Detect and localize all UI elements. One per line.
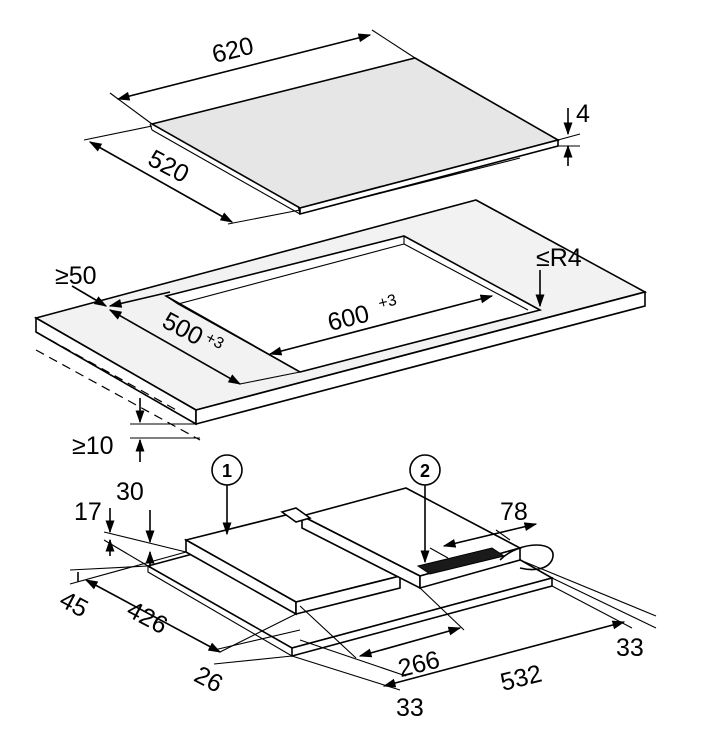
label-min-50: ≥50 <box>55 262 97 290</box>
hob-underside-box-left <box>183 513 403 616</box>
dimension-33-left: 33 <box>291 639 424 722</box>
label-30: 30 <box>116 478 144 506</box>
callout-1-label: 1 <box>222 461 232 481</box>
label-min-10: ≥10 <box>72 432 114 460</box>
label-426: 426 <box>122 596 172 640</box>
callout-2-label: 2 <box>420 461 430 481</box>
callout-2: 2 <box>409 454 441 564</box>
label-45: 45 <box>55 586 93 624</box>
label-17: 17 <box>74 498 102 526</box>
callout-1: 1 <box>211 454 243 536</box>
dimension-17: 17 <box>74 498 187 567</box>
label-33-left: 33 <box>396 694 424 722</box>
label-4: 4 <box>576 100 590 128</box>
label-520: 520 <box>143 144 193 188</box>
dimension-600: 600 +3 <box>268 292 494 356</box>
connection-box <box>416 544 554 575</box>
label-26: 26 <box>190 661 228 699</box>
dimension-33-right: 33 <box>519 559 657 662</box>
label-33-right: 33 <box>616 634 644 662</box>
worktop-dashed-lines <box>35 199 561 441</box>
dimension-radius: ≤R4 <box>535 244 582 308</box>
dimension-30: 30 <box>116 478 155 568</box>
dimension-78: 78 <box>429 498 538 559</box>
dimension-4: 4 <box>557 100 590 166</box>
label-78: 78 <box>500 498 528 526</box>
hob-glass-top <box>149 57 561 216</box>
label-500-tol: +3 <box>202 329 226 353</box>
label-600-tol: +3 <box>377 292 399 313</box>
label-532: 532 <box>498 660 545 697</box>
dimension-500: 500 +3 <box>108 307 301 385</box>
dimension-min-10: ≥10 <box>72 398 200 462</box>
label-620: 620 <box>209 32 256 69</box>
label-radius: ≤R4 <box>536 244 582 272</box>
dimension-min-50: ≥50 <box>55 262 171 308</box>
